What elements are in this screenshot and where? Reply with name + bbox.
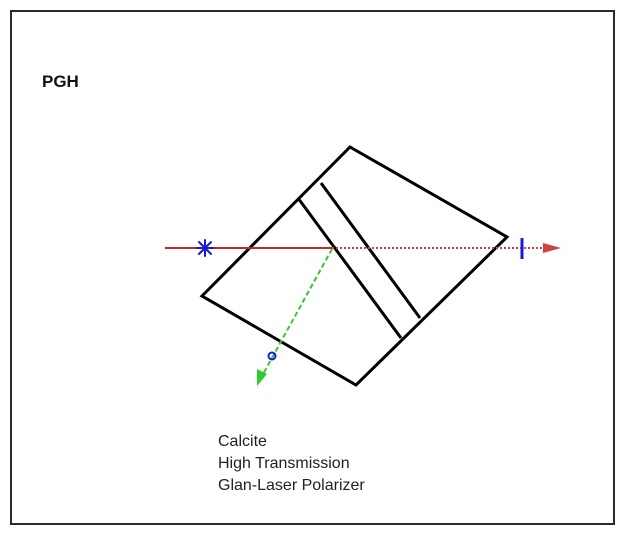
caption-line-feature: High Transmission: [218, 455, 350, 472]
diagram-title: PGH: [42, 72, 79, 91]
diagram-frame: [10, 10, 615, 525]
dot-icon: [267, 351, 277, 361]
caption-line-material: Calcite: [218, 433, 267, 450]
rejected-beam: [261, 248, 333, 377]
transmitted-beam-arrowhead: [543, 243, 561, 253]
prism-outline: [199, 145, 510, 387]
asterisk-icon: [196, 239, 214, 257]
caption-line-product: Glan-Laser Polarizer: [218, 477, 365, 494]
rejected-beam-arrowhead: [257, 369, 267, 386]
prism-gap-line-right: [319, 182, 422, 319]
prism-gap-line-left: [296, 197, 403, 339]
caption: Calcite High Transmission Glan-Laser Pol…: [218, 431, 365, 497]
